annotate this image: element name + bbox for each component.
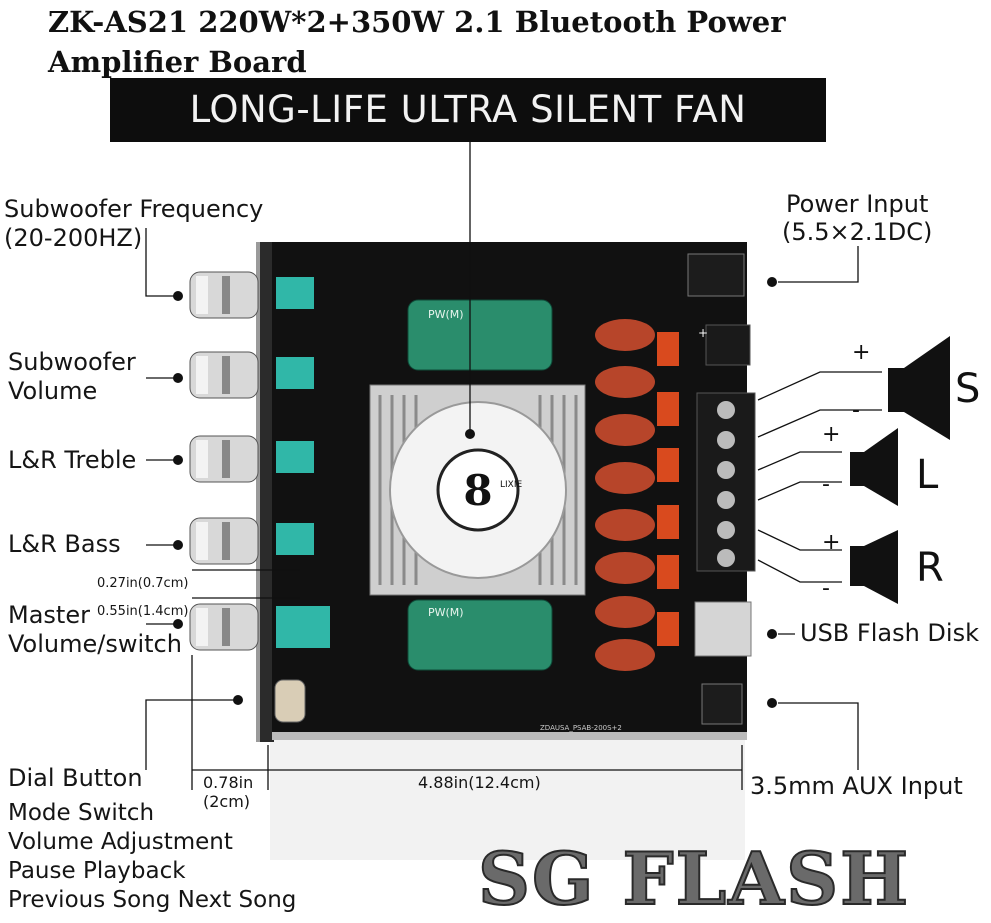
dc-jack	[687, 253, 745, 297]
inductor-array	[595, 319, 679, 671]
knob-subwoofer-volume	[189, 351, 314, 399]
dim-knob-gap: 0.27in(0.7cm)	[97, 576, 189, 591]
knob-bass	[189, 517, 314, 565]
label-dial-button: Dial Button	[8, 764, 143, 792]
label-subwoofer-frequency: Subwoofer Frequency (20-200HZ)	[4, 195, 264, 252]
cooling-fan: 8	[389, 401, 567, 579]
label-treble: L&R Treble	[8, 446, 137, 474]
function-item: Volume Adjustment	[8, 829, 233, 855]
knob-subwoofer-frequency	[189, 271, 314, 319]
svg-text:+: +	[698, 326, 708, 340]
dim-knob-depth: 0.55in(1.4cm)	[97, 604, 189, 619]
capacitor-bottom	[407, 599, 553, 671]
function-item: Previous Song Next Song	[8, 887, 297, 913]
s-plus: +	[852, 340, 871, 365]
label-aux: 3.5mm AUX Input	[750, 772, 963, 800]
l-plus: +	[822, 422, 841, 447]
watermark-logo: SG FLASH	[477, 835, 911, 922]
r-plus: +	[822, 530, 841, 555]
svg-text:8: 8	[463, 466, 492, 515]
label-usb: USB Flash Disk	[800, 619, 979, 647]
usb-port	[694, 601, 752, 657]
knob-master-volume	[189, 603, 330, 651]
cap-label-top: PW(M)	[428, 308, 464, 321]
function-item: Mode Switch	[8, 800, 155, 826]
dim-side: 0.78in (2cm)	[203, 773, 254, 811]
fan-banner: LONG-LIFE ULTRA SILENT FAN	[110, 78, 826, 142]
aux-jack	[701, 683, 743, 725]
speaker-icon-l	[850, 428, 898, 506]
r-minus: -	[822, 576, 830, 601]
speaker-letter-l: L	[916, 452, 939, 498]
capacitor-top	[407, 299, 553, 371]
speaker-letter-r: R	[916, 545, 944, 591]
cap-label-bottom: PW(M)	[428, 606, 464, 619]
l-minus: -	[822, 472, 830, 497]
knob-treble	[189, 435, 314, 483]
speaker-letter-s: S	[955, 366, 981, 412]
label-power-input: Power Input (5.5×2.1DC)	[782, 190, 933, 246]
power-terminal	[705, 324, 751, 366]
label-bass: L&R Bass	[8, 530, 121, 558]
speaker-icon-r	[850, 530, 898, 604]
function-item: Pause Playback	[8, 858, 186, 884]
label-master-volume: Master Volume/switch	[8, 601, 182, 658]
dim-width: 4.88in(12.4cm)	[418, 773, 541, 792]
dial-function-list: Mode Switch Volume Adjustment Pause Play…	[8, 799, 296, 915]
product-title: ZK-AS21 220W*2+350W 2.1 Bluetooth Power …	[48, 5, 786, 79]
dial-button	[274, 679, 306, 723]
speaker-terminal-block	[696, 392, 756, 572]
s-minus: -	[852, 398, 860, 423]
fan-brand: LIXIE	[500, 480, 523, 490]
speaker-icon-s	[888, 336, 950, 440]
module-id: ZDAUSA_PSAB-200S+2	[540, 724, 622, 732]
label-subwoofer-volume: Subwoofer Volume	[8, 348, 136, 405]
